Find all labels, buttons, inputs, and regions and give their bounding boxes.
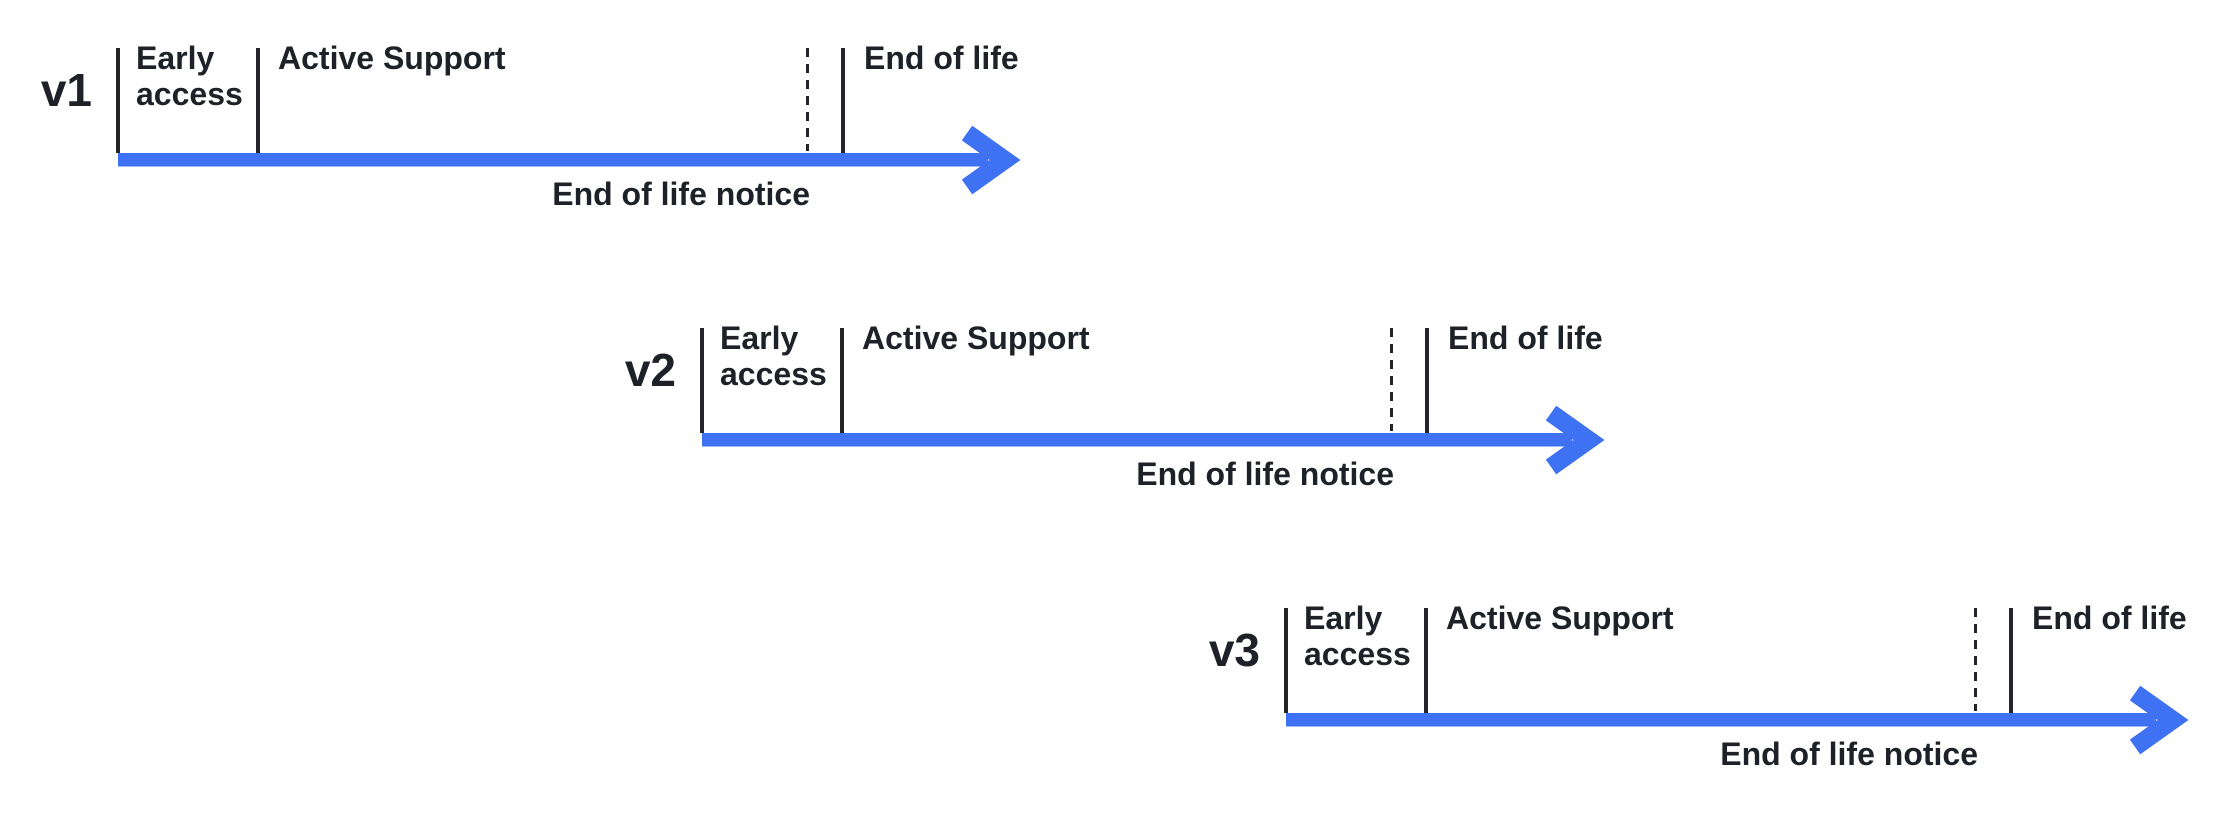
timeline-start-tick	[1284, 608, 1288, 713]
early-access-end-tick	[1424, 608, 1428, 713]
end-of-life-tick	[2009, 608, 2013, 713]
end-of-life-tick	[841, 48, 845, 153]
timeline-v3: v3 Early access Active Support End of li…	[1188, 590, 2228, 830]
timeline-arrow-icon	[1286, 686, 2189, 755]
timeline-arrow-icon	[702, 406, 1605, 475]
end-of-life-tick	[1425, 328, 1429, 433]
end-of-life-notice-label: End of life notice	[1720, 736, 1978, 772]
version-label: v1	[40, 64, 92, 116]
active-support-label: Active Support	[862, 320, 1090, 356]
end-of-life-label: End of life	[864, 40, 1019, 76]
version-label: v3	[1208, 624, 1260, 676]
end-of-life-notice-dashed-tick	[1974, 608, 1977, 711]
timeline-v2: v2 Early access Active Support End of li…	[604, 310, 1714, 550]
timeline-start-tick	[700, 328, 704, 433]
timeline-v1: v1 Early access Active Support End of li…	[20, 30, 1130, 270]
end-of-life-notice-label: End of life notice	[552, 176, 810, 212]
end-of-life-notice-label: End of life notice	[1136, 456, 1394, 492]
timeline-arrow-icon	[118, 126, 1021, 195]
early-access-label: Early access	[136, 40, 243, 112]
end-of-life-notice-dashed-tick	[1390, 328, 1393, 431]
early-access-end-tick	[256, 48, 260, 153]
end-of-life-notice-dashed-tick	[806, 48, 809, 151]
end-of-life-label: End of life	[1448, 320, 1603, 356]
active-support-label: Active Support	[1446, 600, 1674, 636]
active-support-label: Active Support	[278, 40, 506, 76]
early-access-label: Early access	[1304, 600, 1411, 672]
early-access-end-tick	[840, 328, 844, 433]
timeline-start-tick	[116, 48, 120, 153]
end-of-life-label: End of life	[2032, 600, 2187, 636]
version-label: v2	[624, 344, 676, 396]
early-access-label: Early access	[720, 320, 827, 392]
